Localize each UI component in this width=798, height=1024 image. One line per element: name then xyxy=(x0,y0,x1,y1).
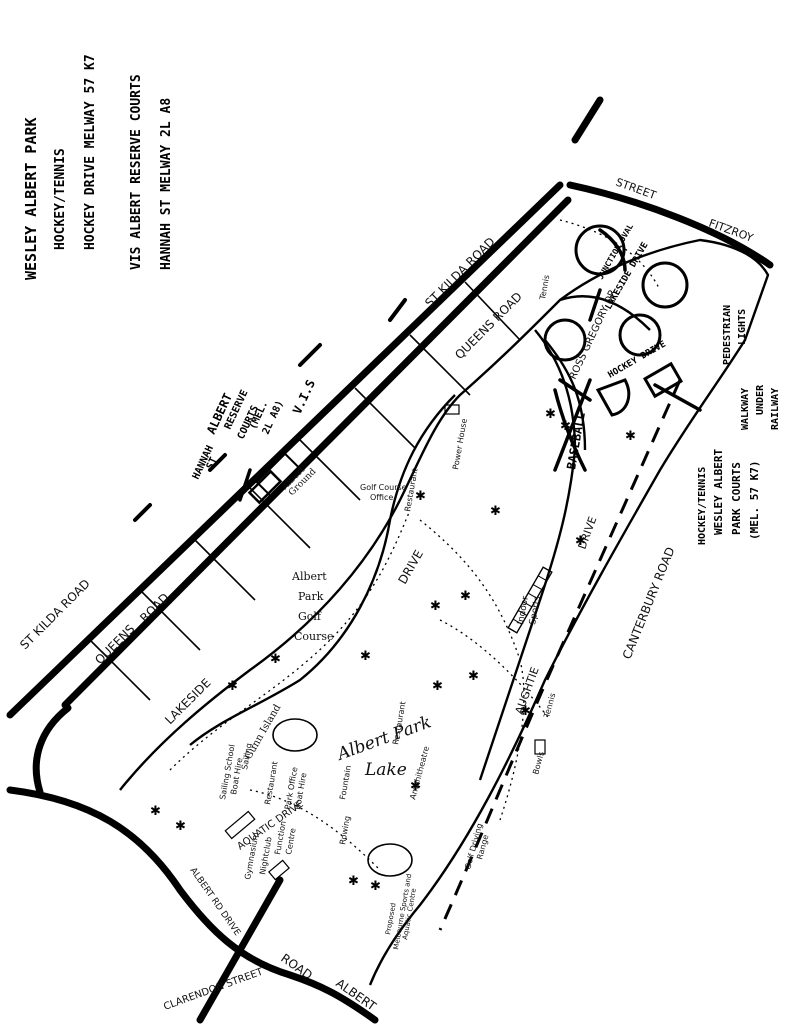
svg-text:RAILWAY: RAILWAY xyxy=(770,388,781,430)
svg-text:Park: Park xyxy=(298,590,324,603)
svg-text:Golf Course: Golf Course xyxy=(360,483,407,492)
svg-text:Bowls: Bowls xyxy=(531,751,546,776)
svg-text:✱: ✱ xyxy=(227,679,238,694)
svg-text:✱: ✱ xyxy=(560,419,571,434)
svg-text:✱: ✱ xyxy=(150,804,161,819)
svg-text:Indoor: Indoor xyxy=(516,595,531,625)
svg-text:✱: ✱ xyxy=(410,779,421,794)
svg-text:Course: Course xyxy=(294,630,334,643)
aughtie-drive xyxy=(478,329,577,781)
annotation-arrows xyxy=(238,228,702,502)
svg-text:✱: ✱ xyxy=(270,652,281,667)
label-drive-aughtie: DRIVE xyxy=(576,515,600,551)
handwritten-notes: WESLEY ALBERT PARK HOCKEY/TENNIS HOCKEY … xyxy=(22,54,174,280)
svg-text:Fountain: Fountain xyxy=(338,765,353,801)
note-line-5: HANNAH ST MELWAY 2L A8 xyxy=(159,98,174,270)
queens-road-curve xyxy=(32,704,72,796)
albert-road xyxy=(6,786,379,1024)
note-line-2: HOCKEY/TENNIS xyxy=(53,148,68,250)
clarendon-street xyxy=(196,876,284,1024)
handwritten-annotations: V.I.S ALBERT RESERVE COURTS (MEL. 2L A8)… xyxy=(191,222,781,545)
svg-text:HOCKEY/TENNIS: HOCKEY/TENNIS xyxy=(697,467,708,545)
roads xyxy=(6,96,774,1024)
svg-text:LIGHTS: LIGHTS xyxy=(737,309,748,345)
svg-text:UNDER: UNDER xyxy=(755,384,766,415)
wesley-courts xyxy=(642,361,684,399)
street-labels: ST KILDA ROAD QUEENS ROAD ST KILDA ROAD … xyxy=(17,176,755,1014)
note-line-1: WESLEY ALBERT PARK xyxy=(22,117,40,280)
svg-text:Sports: Sports xyxy=(528,595,543,625)
ovals xyxy=(224,224,689,881)
svg-text:WALKWAY: WALKWAY xyxy=(740,388,751,430)
svg-text:Office: Office xyxy=(370,493,393,502)
baseball-diamond xyxy=(595,378,631,417)
svg-text:Restaurant: Restaurant xyxy=(263,761,279,806)
railway-line xyxy=(438,379,682,931)
place-labels: Albert Ground Albert Park Golf Course Al… xyxy=(218,274,557,950)
svg-text:PARK COURTS: PARK COURTS xyxy=(730,462,743,535)
svg-text:✱: ✱ xyxy=(360,649,371,664)
note-line-4: VIS ALBERT RESERVE COURTS xyxy=(129,74,144,270)
svg-text:Tennis: Tennis xyxy=(542,692,557,719)
fitzroy-street-top xyxy=(571,96,604,144)
label-canterbury-road: CANTERBURY ROAD xyxy=(620,545,678,661)
junction-oval xyxy=(574,224,626,276)
svg-text:HOCKEY DRIVE: HOCKEY DRIVE xyxy=(607,339,668,380)
vis-courts xyxy=(247,469,283,505)
svg-text:✱: ✱ xyxy=(430,599,441,614)
svg-text:Lake: Lake xyxy=(364,760,407,780)
note-line-3: HOCKEY DRIVE MELWAY 57 K7 xyxy=(83,54,98,250)
svg-text:✱: ✱ xyxy=(432,679,443,694)
label-st-kilda-road-left: ST KILDA ROAD xyxy=(17,577,93,653)
ross-gregory-drive xyxy=(559,295,651,331)
label-clarendon: CLARENDON STREET xyxy=(162,966,265,1012)
svg-text:ST: ST xyxy=(205,456,220,472)
label-queens-road-top: QUEENS ROAD xyxy=(452,289,525,362)
svg-text:Albert: Albert xyxy=(291,570,327,583)
label-st-kilda-road-top: ST KILDA ROAD xyxy=(422,235,498,311)
svg-text:✱: ✱ xyxy=(490,504,501,519)
svg-text:✱: ✱ xyxy=(460,589,471,604)
svg-text:✱: ✱ xyxy=(625,429,636,444)
svg-text:✱: ✱ xyxy=(175,819,186,834)
svg-text:(MEL. 57 K7): (MEL. 57 K7) xyxy=(748,461,761,540)
svg-text:✱: ✱ xyxy=(348,874,359,889)
svg-text:PEDESTRIAN: PEDESTRIAN xyxy=(722,305,733,365)
svg-text:✱: ✱ xyxy=(468,669,479,684)
svg-text:✱: ✱ xyxy=(545,407,556,422)
park-outline xyxy=(119,219,770,986)
lakeside-drive xyxy=(189,394,456,746)
facility-symbols: ✱ ✱ ✱ ✱ ✱ ✱ ✱ ✱ ✱ ✱ ✱ ✱ ✱ ✱ ✱ ✱ ✱ ✱ ✱ xyxy=(150,407,636,894)
label-drive: DRIVE xyxy=(395,548,426,587)
st-kilda-road xyxy=(6,181,564,719)
svg-text:Tennis: Tennis xyxy=(538,274,551,301)
svg-text:✱: ✱ xyxy=(575,534,586,549)
fitzroy-street xyxy=(566,181,774,269)
svg-text:V.I.S: V.I.S xyxy=(290,378,318,417)
svg-text:WESLEY ALBERT: WESLEY ALBERT xyxy=(712,449,725,535)
svg-text:Rowing: Rowing xyxy=(338,815,352,845)
svg-text:Golf: Golf xyxy=(298,610,322,623)
albert-park-lake xyxy=(272,718,413,877)
svg-text:✱: ✱ xyxy=(520,704,531,719)
albert-ground xyxy=(255,452,301,498)
svg-text:Power House: Power House xyxy=(451,418,469,471)
svg-text:✱: ✱ xyxy=(370,879,381,894)
queens-road-upper xyxy=(61,196,572,709)
svg-text:✱: ✱ xyxy=(415,489,426,504)
